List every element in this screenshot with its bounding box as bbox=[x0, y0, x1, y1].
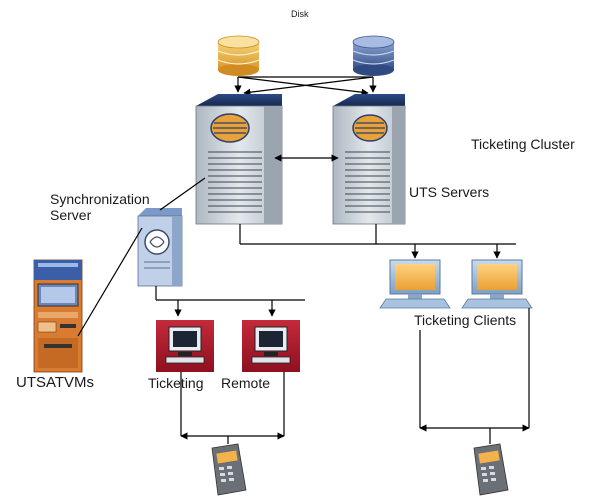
disk-label: Disk bbox=[291, 9, 309, 19]
handheld-terminal-1-icon bbox=[211, 443, 247, 496]
atvm-kiosk-icon bbox=[33, 259, 83, 373]
ticketing-client-2-icon bbox=[461, 259, 533, 309]
ticketing-client-1-icon bbox=[379, 259, 451, 309]
ticketing-terminal-icon bbox=[156, 320, 214, 372]
ticketing-clients-label: Ticketing Clients bbox=[414, 312, 517, 328]
ticketing-label: Ticketing bbox=[148, 375, 204, 391]
remote-terminal-icon bbox=[242, 320, 300, 372]
sync-server-label-line2: Server bbox=[50, 207, 92, 223]
uts-server-2-icon bbox=[332, 94, 406, 225]
sync-server-icon bbox=[137, 208, 183, 287]
uts-servers-label: UTS Servers bbox=[409, 184, 490, 200]
network-lines bbox=[77, 177, 530, 444]
disk-blue-icon bbox=[352, 35, 395, 76]
utsatvms-label: UTSATVMs bbox=[16, 374, 95, 391]
uts-server-1-icon bbox=[195, 94, 283, 225]
disk-links bbox=[234, 76, 377, 96]
disk-gold-icon bbox=[217, 35, 260, 76]
remote-label: Remote bbox=[221, 375, 271, 391]
sync-server-label-line1: Synchronization bbox=[50, 191, 150, 207]
handheld-terminal-2-icon bbox=[473, 443, 509, 496]
ticketing-cluster-label: Ticketing Cluster bbox=[471, 136, 575, 152]
